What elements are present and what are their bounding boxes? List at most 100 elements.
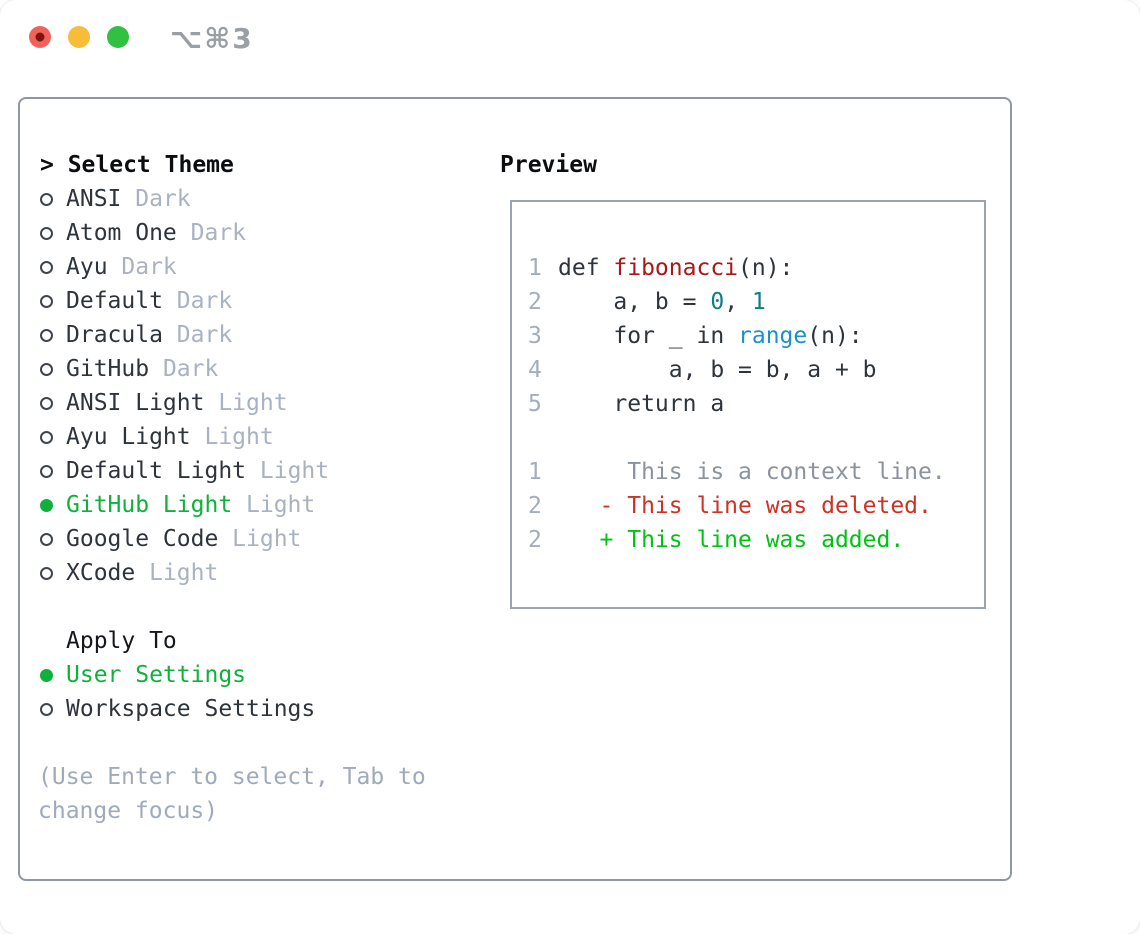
line-number [528,421,542,455]
radio-unselected-icon [40,328,66,342]
theme-variant: Light [149,560,219,586]
line-number: 2 [528,527,542,553]
code-line: 4 a, b = b, a + b [528,353,984,387]
code-line: 2 a, b = 0, 1 [528,285,984,319]
code-segment: (n): [807,323,863,349]
theme-name: GitHub Light [66,492,247,518]
line-number: 1 [528,255,542,281]
radio-unselected-icon [40,396,66,410]
theme-variant: Dark [190,220,247,246]
theme-option[interactable]: GitHub Dark [40,352,480,386]
apply-to-option[interactable]: Workspace Settings [40,692,480,726]
theme-option[interactable]: Ayu Dark [40,250,480,284]
minimize-button[interactable] [68,26,90,48]
theme-variant: Light [218,390,288,416]
theme-variant: Dark [176,322,233,348]
theme-option[interactable]: Google Code Light [40,522,480,556]
code-segment: + This line was added. [558,527,905,553]
theme-variant: Light [246,492,316,518]
apply-to-header: Apply To [66,628,177,654]
apply-to-label: Workspace Settings [66,696,316,722]
line-number: 2 [528,493,542,519]
theme-name: Ayu [66,254,122,280]
theme-option[interactable]: Default Light Light [40,454,480,488]
apply-to-header-row: Apply To [40,624,480,658]
code-segment: a, b = [558,289,711,315]
code-segment: , [724,289,752,315]
select-theme-header: > Select Theme [40,152,234,178]
theme-variant: Light [232,526,302,552]
theme-name: Default [66,288,177,314]
theme-name: Default Light [66,458,260,484]
line-number: 4 [528,357,542,383]
radio-unselected-icon [40,226,66,240]
theme-variant: Light [259,458,330,484]
theme-variant: Dark [121,254,177,280]
code-line: 3 for _ in range(n): [528,319,984,353]
theme-option[interactable]: Dracula Dark [40,318,480,352]
radio-unselected-icon [40,192,66,206]
radio-unselected-icon [40,294,66,308]
code-segment: - This line was deleted. [558,493,932,519]
theme-variant: Light [204,424,274,450]
line-number: 2 [528,289,542,315]
theme-name: Atom One [66,220,191,246]
theme-name: Dracula [66,322,177,348]
radio-selected-icon [40,498,66,512]
code-line: 5 return a [528,387,984,421]
line-number: 5 [528,391,542,417]
theme-variant: Dark [176,288,233,314]
code-line: 2 - This line was deleted. [528,489,984,523]
radio-selected-icon [40,668,66,682]
theme-option[interactable]: XCode Light [40,556,480,590]
theme-option[interactable]: Atom One Dark [40,216,480,250]
code-line: 1 This is a context line. [528,455,984,489]
code-line: 1 def fibonacci(n): [528,251,984,285]
theme-option[interactable]: ANSI Light Light [40,386,480,420]
theme-name: GitHub [66,356,163,382]
theme-option[interactable]: ANSI Dark [40,182,480,216]
code-segment: for _ in [558,323,739,349]
apply-to-label: User Settings [66,662,247,688]
code-segment: return a [558,391,725,417]
theme-variant: Dark [162,356,219,382]
close-button[interactable] [29,26,51,48]
zoom-button[interactable] [107,26,129,48]
theme-option[interactable]: GitHub Light Light [40,488,480,522]
radio-unselected-icon [40,430,66,444]
theme-name: XCode [66,560,150,586]
code-segment: (n): [738,255,794,281]
radio-unselected-icon [40,532,66,546]
traffic-lights [29,26,129,48]
code-segment: This is a context line. [558,459,946,485]
code-segment: def [558,255,614,281]
theme-name: ANSI Light [66,390,219,416]
theme-name: ANSI [66,186,136,212]
code-segment: range [738,323,808,349]
code-line [528,421,984,455]
theme-option[interactable]: Default Dark [40,284,480,318]
line-number: 3 [528,323,542,349]
radio-unselected-icon [40,702,66,716]
keyboard-hint: (Use Enter to select, Tab to change focu… [38,764,426,824]
preview-header: Preview [500,152,597,178]
theme-name: Ayu Light [66,424,205,450]
theme-variant: Dark [135,186,191,212]
theme-option[interactable]: Ayu Light Light [40,420,480,454]
line-number: 1 [528,459,542,485]
code-segment: fibonacci [613,255,739,281]
code-line: 2 + This line was added. [528,523,984,557]
radio-unselected-icon [40,566,66,580]
apply-to-option[interactable]: User Settings [40,658,480,692]
code-segment: a, b = b, a + b [558,357,877,383]
spacer [40,590,480,624]
code-segment: 1 [751,289,766,315]
radio-unselected-icon [40,260,66,274]
theme-name: Google Code [66,526,233,552]
radio-unselected-icon [40,464,66,478]
